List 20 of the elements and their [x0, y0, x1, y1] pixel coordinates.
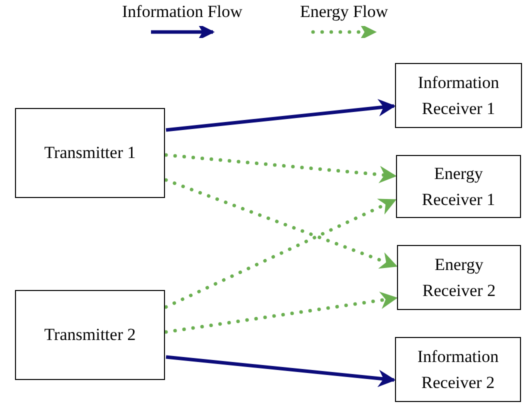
node-label: Information Receiver 1: [416, 72, 500, 120]
node-label: Energy Receiver 2: [421, 254, 497, 302]
node-label: Energy Receiver 1: [420, 162, 496, 210]
box: [395, 337, 521, 402]
box: [15, 290, 165, 380]
arrow: [164, 292, 398, 334]
box: [397, 245, 521, 310]
arrow: [164, 153, 397, 184]
legend-label: Energy Flow: [300, 1, 388, 23]
arrow: [164, 178, 398, 269]
arrow: [166, 355, 396, 388]
legend-label: Information Flow: [122, 1, 242, 23]
arrow: [166, 98, 396, 132]
arrow: [164, 198, 397, 309]
node-label: Information Receiver 2: [416, 346, 500, 394]
box: [15, 108, 165, 198]
node-label: Transmitter 2: [43, 324, 137, 346]
box: [396, 155, 521, 218]
box: [395, 63, 522, 128]
node-label: Transmitter 1: [43, 142, 137, 164]
